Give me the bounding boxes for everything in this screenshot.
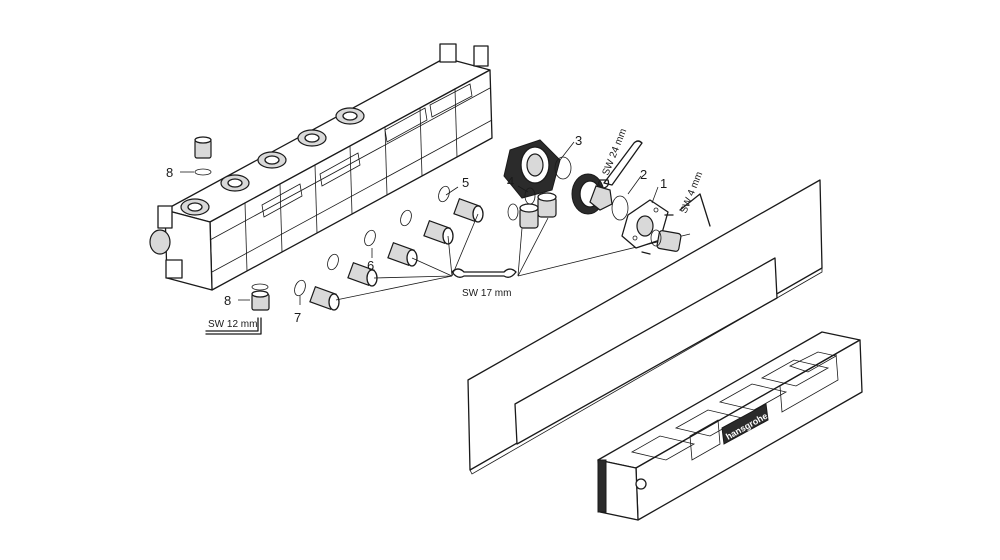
o-ring (554, 156, 572, 180)
body-ribs (209, 87, 493, 273)
callout-1: 1 (660, 176, 667, 191)
hex-key-sw4: SW 4 mm (679, 170, 711, 227)
callout-8-upper: 8 (166, 165, 173, 180)
fitting (453, 197, 484, 223)
trim-module: hansgrohe (597, 331, 863, 521)
callout-4: 4 (507, 174, 514, 189)
callout-2: 2 (640, 167, 647, 182)
callout-3: 3 (575, 133, 582, 148)
fitting (347, 261, 378, 287)
part-1-flange (621, 199, 682, 255)
inlet-connector (149, 229, 171, 255)
rough-in-body (149, 43, 493, 291)
spanner-sw24: SW 24 mm (598, 127, 643, 189)
callout-5: 5 (462, 175, 469, 190)
part-8-plug-lower: 8 SW 12 mm (205, 283, 270, 335)
callout-7: 7 (294, 310, 301, 325)
outlet-ports (180, 107, 365, 216)
callout-6: 6 (367, 258, 374, 273)
body-stickers (261, 83, 473, 218)
o-ring (611, 195, 629, 221)
fittings-group-right: 3 4 2 SW 24 mm (503, 127, 711, 255)
mounting-tab (157, 205, 173, 229)
brand-plate (721, 403, 769, 445)
part-3-cartridge (503, 139, 561, 199)
mounting-tab (165, 259, 183, 279)
part-4-fittings (507, 187, 557, 229)
tool-sw24-label: SW 24 mm (601, 127, 630, 177)
wall-plate-cutout (514, 257, 778, 445)
fittings-group-left: 5 6 7 (294, 175, 484, 325)
tool-sw17-label: SW 17 mm (462, 288, 511, 299)
tool-sw12-label: SW 12 mm (208, 319, 257, 330)
wall-plate (467, 179, 823, 475)
mounting-tab (473, 45, 489, 67)
tool-sw4-label: SW 4 mm (679, 170, 706, 215)
trim-button-indicator (635, 478, 647, 490)
mounting-tab (439, 43, 457, 63)
part-8-plug-upper: 8 (166, 136, 212, 180)
callout-8-lower: 8 (224, 293, 231, 308)
o-ring (251, 283, 269, 291)
hex-key-12 (205, 317, 259, 332)
fitting (309, 285, 340, 311)
part-2-valve (571, 173, 629, 221)
fitting (387, 241, 418, 267)
o-ring (194, 168, 212, 176)
trim-end-cap (597, 459, 607, 513)
